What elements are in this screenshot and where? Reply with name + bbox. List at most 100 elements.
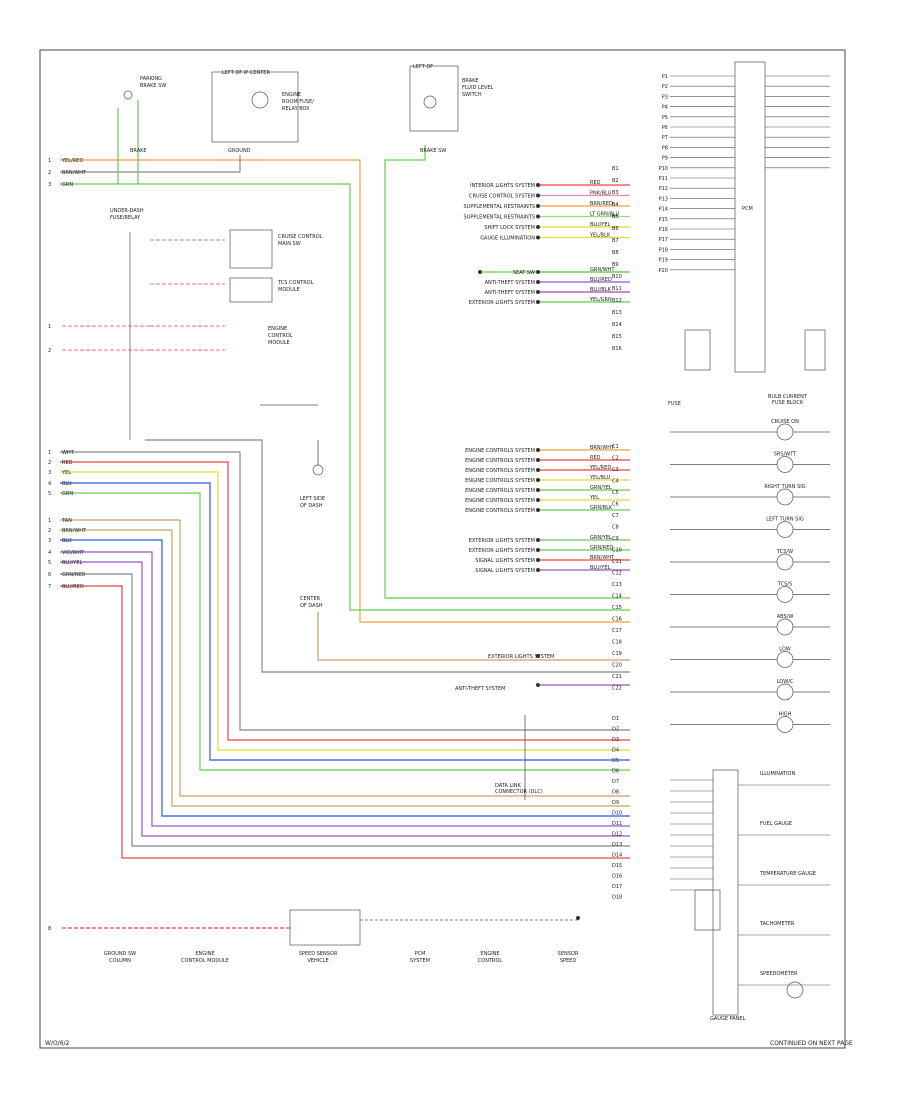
pin-id: B11 bbox=[612, 286, 622, 292]
pin-number: 1 bbox=[48, 450, 51, 456]
ground-label: OF DASH bbox=[300, 503, 323, 509]
connector-a-wire-label: BRN/RED bbox=[590, 201, 613, 207]
left-signal-label: BRN/WHT bbox=[62, 170, 87, 176]
connector-b-wire-label: BLU/RED bbox=[590, 277, 612, 283]
panel-pin: P10 bbox=[659, 166, 668, 172]
connector-c-wire-label: YEL bbox=[589, 495, 599, 501]
pin-id: D5 bbox=[612, 758, 619, 764]
pin-number: 5 bbox=[48, 560, 51, 566]
pin-id: C6 bbox=[612, 502, 619, 508]
panel-pin: P14 bbox=[659, 207, 668, 213]
data-link-label: CONNECTOR (DLC) bbox=[495, 789, 543, 795]
footer-right-label: CONTINUED ON NEXT PAGE bbox=[770, 1040, 853, 1047]
component-label: BRAKE bbox=[462, 78, 479, 84]
connector-c-pin bbox=[536, 448, 540, 452]
pin-id: C18 bbox=[612, 640, 622, 646]
pin-id: B4 bbox=[612, 202, 619, 208]
pin-id: D10 bbox=[612, 811, 622, 817]
bottom-switch-box bbox=[289, 909, 361, 946]
indicator-lamp bbox=[776, 456, 794, 473]
component-label: PARKING bbox=[140, 76, 162, 82]
green-link bbox=[400, 145, 426, 161]
pin-id: C13 bbox=[612, 582, 622, 588]
connector-b-pin bbox=[478, 270, 482, 274]
bottom-chain-sub: CONTROL MODULE bbox=[181, 958, 229, 964]
gauge-name: TACHOMETER bbox=[759, 921, 795, 927]
connector-c-wire-label: BRN/WHT bbox=[590, 445, 615, 451]
pin-id: C7 bbox=[612, 513, 619, 519]
connector-c-wire-label: YEL/RED bbox=[589, 465, 611, 471]
connector-d-pin bbox=[536, 538, 540, 542]
connector-c-pin bbox=[536, 478, 540, 482]
connector-b-pin bbox=[536, 290, 540, 294]
bus-wire-label: BLU/RED bbox=[62, 584, 84, 590]
component-switch bbox=[123, 90, 133, 100]
connector-a-system: SUPPLEMENTAL RESTRAINTS bbox=[464, 204, 535, 210]
connector-d-wire-label: GRN/RED bbox=[590, 545, 613, 551]
panel-pin: P1 bbox=[662, 74, 668, 80]
bottom-chain-label: ENGINE bbox=[480, 951, 499, 957]
bottom-chain-label: SPEED SENSOR bbox=[299, 951, 338, 957]
bus-wire bbox=[60, 451, 630, 731]
green-wire bbox=[60, 183, 630, 611]
bottom-chain-label: SENSOR bbox=[558, 951, 579, 957]
pin-id: B5 bbox=[612, 214, 619, 220]
indicator-label: CRUISE ON bbox=[771, 419, 799, 425]
bus-wire bbox=[60, 492, 630, 771]
ground-label: LEFT SIDE bbox=[300, 496, 325, 502]
pin-id: C14 bbox=[612, 594, 622, 600]
connector-e-pin bbox=[536, 654, 540, 658]
panel-pin: P16 bbox=[659, 227, 668, 233]
connector-b-pin bbox=[536, 300, 540, 304]
footer-left-label: W/O/6/2 bbox=[45, 1040, 70, 1047]
orange-wire bbox=[60, 159, 630, 623]
component-switch bbox=[251, 91, 269, 109]
component-label: SWITCH bbox=[462, 92, 482, 98]
indicator-lamp bbox=[776, 423, 794, 441]
pin-id: B6 bbox=[612, 226, 619, 232]
panel-pin: P13 bbox=[659, 196, 668, 202]
top-component-name: BRAKE SW bbox=[420, 148, 446, 154]
bottom-chain-end bbox=[576, 916, 580, 920]
speedometer-lamp bbox=[786, 981, 804, 999]
panel-pin: P5 bbox=[662, 115, 668, 121]
connector-c-pin bbox=[536, 498, 540, 502]
pin-number: 3 bbox=[48, 470, 51, 476]
connector-c-system: ENGINE CONTROLS SYSTEM bbox=[465, 458, 535, 464]
connector-c-wire-label: RED bbox=[590, 455, 601, 461]
connector-a-wire-label: RED bbox=[590, 180, 601, 186]
ground-label: CENTER bbox=[300, 596, 321, 602]
connector-a-wire-label: PNK/BLU bbox=[590, 191, 612, 197]
left-signal-label: YEL/RED bbox=[61, 158, 83, 164]
bottom-chain-sub: COLUMN bbox=[109, 958, 131, 964]
pin-id: B3 bbox=[612, 190, 619, 196]
pin-id: D17 bbox=[612, 884, 622, 890]
pin-id: C8 bbox=[612, 525, 619, 531]
fuse-block-label: FUSE/RELAY bbox=[110, 215, 141, 221]
connector-a-pin bbox=[536, 235, 540, 240]
pin-number: 6 bbox=[48, 572, 51, 578]
pin-id: B16 bbox=[612, 346, 622, 352]
bottom-chain-label: PCM bbox=[415, 951, 426, 957]
connector-d-system: SIGNAL LIGHTS SYSTEM bbox=[475, 558, 535, 564]
panel-pin: P12 bbox=[659, 186, 668, 192]
bus-wire-label: GRN/RED bbox=[62, 572, 85, 578]
connector-d-pin bbox=[536, 558, 540, 562]
bottom-chain-sub: CONTROL bbox=[478, 958, 503, 964]
indicator-lamp bbox=[776, 586, 794, 603]
indicator-label: LOW bbox=[779, 647, 791, 653]
pin-id: D7 bbox=[612, 779, 619, 785]
connector-a-system: SHIFT LOCK SYSTEM bbox=[484, 225, 535, 231]
connector-e-system: EXTERIOR LIGHTS SYSTEM bbox=[488, 654, 554, 660]
connector-b-pin bbox=[536, 270, 540, 274]
connector-b-wire-label: YEL/GRN bbox=[589, 297, 612, 303]
connector-e-system: ANTI-THEFT SYSTEM bbox=[455, 686, 505, 692]
connector-b-pin bbox=[536, 280, 540, 284]
pin-id: B2 bbox=[612, 178, 619, 184]
panel-pin: P7 bbox=[662, 135, 668, 141]
gauge-name: SPEEDOMETER bbox=[760, 971, 798, 977]
bus-wire bbox=[60, 482, 630, 761]
bus-wire bbox=[60, 561, 630, 837]
